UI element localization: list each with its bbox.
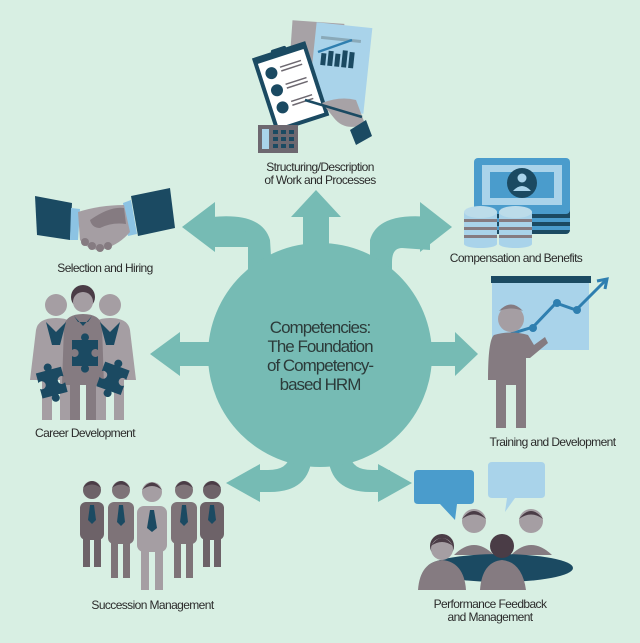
label-succession: Succession Management — [70, 599, 235, 612]
team-lineup-icon — [80, 481, 224, 590]
label-career: Career Development — [15, 427, 155, 440]
meeting-feedback-icon — [414, 462, 573, 590]
arrow-up-right — [370, 202, 452, 272]
label-performance: Performance Feedback and Management — [410, 598, 570, 624]
hub-arrows — [150, 190, 478, 502]
label-line: Performance Feedback — [433, 597, 547, 611]
hub-title-line: of Competency- — [267, 356, 374, 375]
label-line: Career Development — [35, 426, 136, 440]
label-line: and Management — [447, 610, 534, 624]
label-line: Structuring/Description — [266, 160, 374, 174]
label-compensation: Compensation and Benefits — [436, 252, 596, 265]
arrow-left — [150, 332, 215, 376]
label-line: of Work and Processes — [264, 173, 376, 187]
label-line: Training and Development — [489, 435, 617, 449]
label-structuring: Structuring/Description of Work and Proc… — [230, 161, 410, 187]
hub-circle — [208, 243, 432, 467]
arrow-right — [425, 332, 478, 376]
clipboard-report-icon — [251, 20, 373, 153]
arrow-up-left — [182, 202, 272, 272]
money-coins-icon — [464, 158, 570, 248]
coin-stack-right — [499, 206, 532, 248]
handshake-icon — [35, 188, 175, 252]
label-training: Training and Development — [470, 436, 635, 449]
coin-stack-left — [464, 206, 497, 248]
hub-title: Competencies: The Foundation of Competen… — [215, 318, 425, 394]
label-line: Succession Management — [91, 598, 214, 612]
puzzle-team-icon — [30, 285, 136, 420]
hub-title-line: Competencies: — [269, 318, 371, 337]
hub-title-line: based HRM — [279, 375, 362, 394]
label-line: Compensation and Benefits — [449, 251, 583, 265]
label-line: Selection and Hiring — [57, 261, 153, 275]
presenter-chart-icon — [488, 276, 609, 428]
hub-title-line: The Foundation — [267, 337, 373, 356]
label-selection: Selection and Hiring — [35, 262, 175, 275]
